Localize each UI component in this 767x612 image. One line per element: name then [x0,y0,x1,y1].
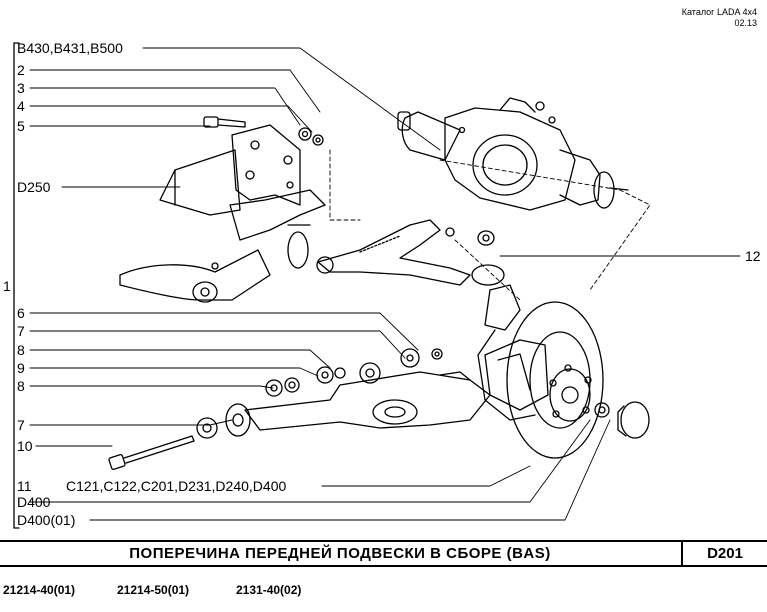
hub-cap [617,401,650,439]
callout-d250: D250 [17,179,51,195]
model-code: 21214-50(01) [117,583,190,597]
catalog-title: Каталог LADA 4x4 [681,7,757,17]
callout-7-second: 7 [17,417,25,433]
washers-nuts [196,348,443,439]
lower-crossmember [225,362,491,437]
group-bracket [13,42,20,529]
hub-nut [594,402,610,418]
callout-4: 4 [17,98,25,114]
assembly-title: ПОПЕРЕЧИНА ПЕРЕДНЕЙ ПОДВЕСКИ В СБОРЕ (BA… [129,545,551,562]
title-bar: ПОПЕРЕЧИНА ПЕРЕДНЕЙ ПОДВЕСКИ В СБОРЕ (BA… [0,540,767,567]
callout-6: 6 [17,305,25,321]
bolt-5 [203,116,246,128]
axle-housing [397,97,629,211]
callout-d400: D400 [17,494,51,510]
callout-7: 7 [17,323,25,339]
callout-d400-01: D400(01) [17,512,76,528]
bracket-d250 [159,124,326,269]
bolt-10 [108,435,195,470]
suspension-exploded-diagram [13,42,741,529]
model-code: 21214-40(01) [3,583,76,597]
steering-knuckle-brake [477,284,604,459]
page-reference: 02.13 [734,18,757,28]
callout-5: 5 [17,118,25,134]
callout-11-parts: C121,C122,C201,D231,D240,D400 [66,478,287,494]
assembly-code: D201 [707,545,743,562]
callout-9: 9 [17,360,25,376]
callout-2: 2 [17,62,25,78]
bushing-12 [477,230,495,246]
callout-11: 11 [17,478,32,494]
upper-control-arm [316,219,505,286]
callout-10: 10 [17,438,33,454]
callout-8: 8 [17,342,25,358]
callout-3: 3 [17,80,25,96]
title-divider [681,542,683,565]
group-number: 1 [3,278,11,294]
leader-lines [29,47,741,521]
callout-12: 12 [745,248,761,264]
callout-b430-b431-b500: B430,B431,B500 [17,40,123,56]
model-code: 2131-40(02) [236,583,302,597]
lower-arm-left [119,249,271,303]
callout-8-second: 8 [17,378,25,394]
washers-3-4 [298,127,324,146]
